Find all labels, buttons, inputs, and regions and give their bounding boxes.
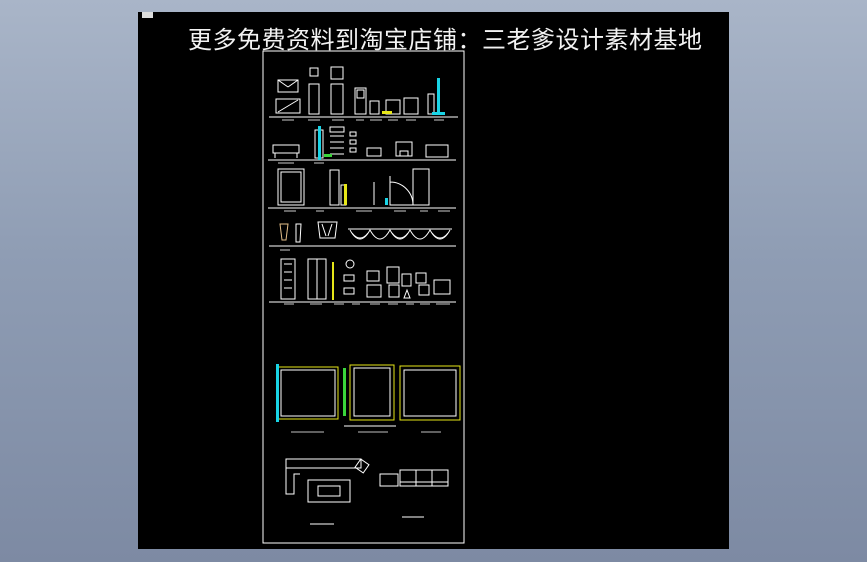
plan-left (285, 458, 370, 525)
row-1-cabinets-appliances (275, 66, 458, 118)
sheet-frame (262, 50, 465, 544)
cad-drawing-viewport[interactable]: 更多免费资料到淘宝店铺：三老爹设计素材基地 (138, 12, 729, 549)
row-2-shelves-furniture (268, 126, 456, 161)
elevation-left (276, 364, 339, 422)
elevation-middle (343, 364, 396, 427)
watermark-text: 更多免费资料到淘宝店铺：三老爹设计素材基地 (188, 26, 703, 54)
corner-marker (142, 12, 153, 18)
elevation-right (399, 365, 461, 421)
drawing-sheet (262, 50, 465, 544)
plan-right (379, 469, 449, 518)
row-4-curtains-valances (269, 221, 456, 247)
row-3-doors-elevations (268, 168, 456, 209)
row-5-doors-fixtures (269, 258, 456, 303)
